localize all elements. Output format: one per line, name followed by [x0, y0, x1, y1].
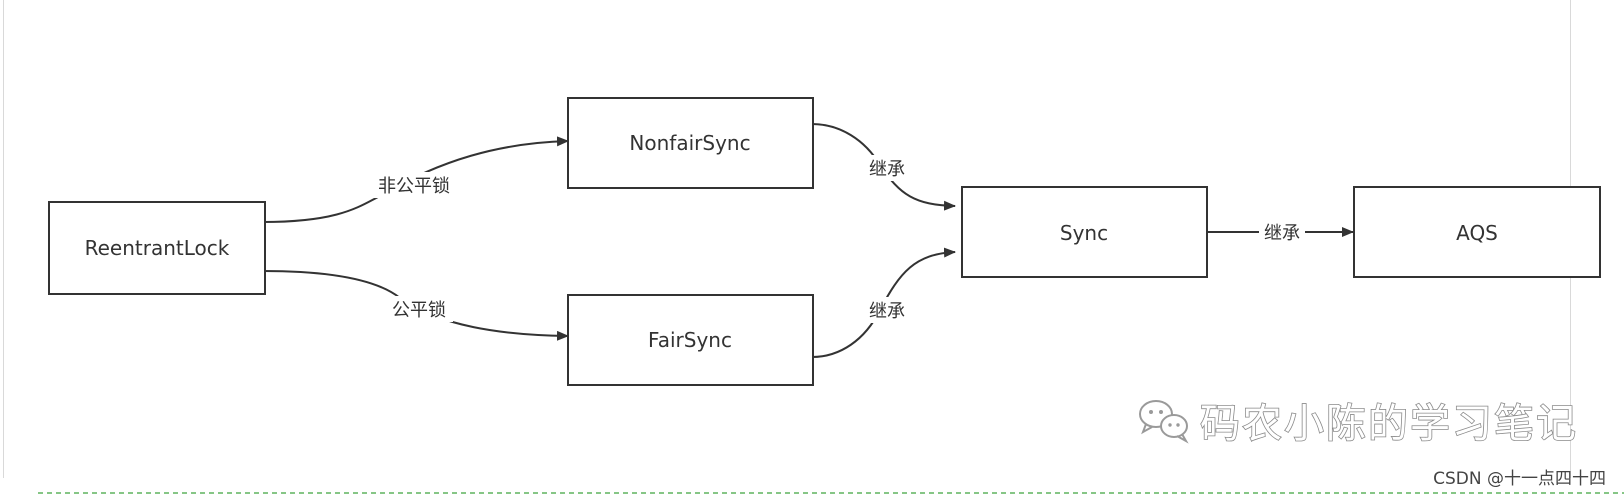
edge-nonfairsync-to-sync: 继承 [811, 123, 956, 211]
watermark: 码农小陈的学习笔记 [1139, 400, 1578, 448]
edge-reentrantlock-to-nonfairsync: 非公平锁 [262, 136, 569, 223]
edge-label-nonfair-lock: 非公平锁 [378, 176, 450, 197]
node-label-nonfairsync: NonfairSync [629, 131, 750, 155]
node-nonfairsync: NonfairSync [567, 97, 814, 189]
watermark-text: 码农小陈的学习笔记 [1200, 401, 1578, 447]
edge-sync-to-aqs: 继承 [1205, 219, 1354, 245]
node-aqs: AQS [1353, 186, 1601, 278]
node-label-fairsync: FairSync [648, 328, 732, 352]
wechat-icon [1139, 400, 1189, 444]
edge-reentrantlock-to-fairsync: 公平锁 [262, 270, 569, 341]
edge-label-inherit-sync: 继承 [1264, 223, 1300, 244]
node-sync: Sync [961, 186, 1208, 278]
csdn-credit: CSDN @十一点四十四 [1433, 469, 1606, 489]
node-reentrantlock: ReentrantLock [48, 201, 266, 295]
edge-label-inherit-nonfair: 继承 [869, 159, 905, 180]
node-fairsync: FairSync [567, 294, 814, 386]
edge-fairsync-to-sync: 继承 [811, 247, 956, 358]
node-label-reentrantlock: ReentrantLock [85, 236, 230, 260]
node-label-sync: Sync [1060, 221, 1108, 245]
edge-label-fair-lock: 公平锁 [392, 300, 446, 321]
edge-label-inherit-fair: 继承 [869, 301, 905, 322]
node-label-aqs: AQS [1456, 221, 1498, 245]
